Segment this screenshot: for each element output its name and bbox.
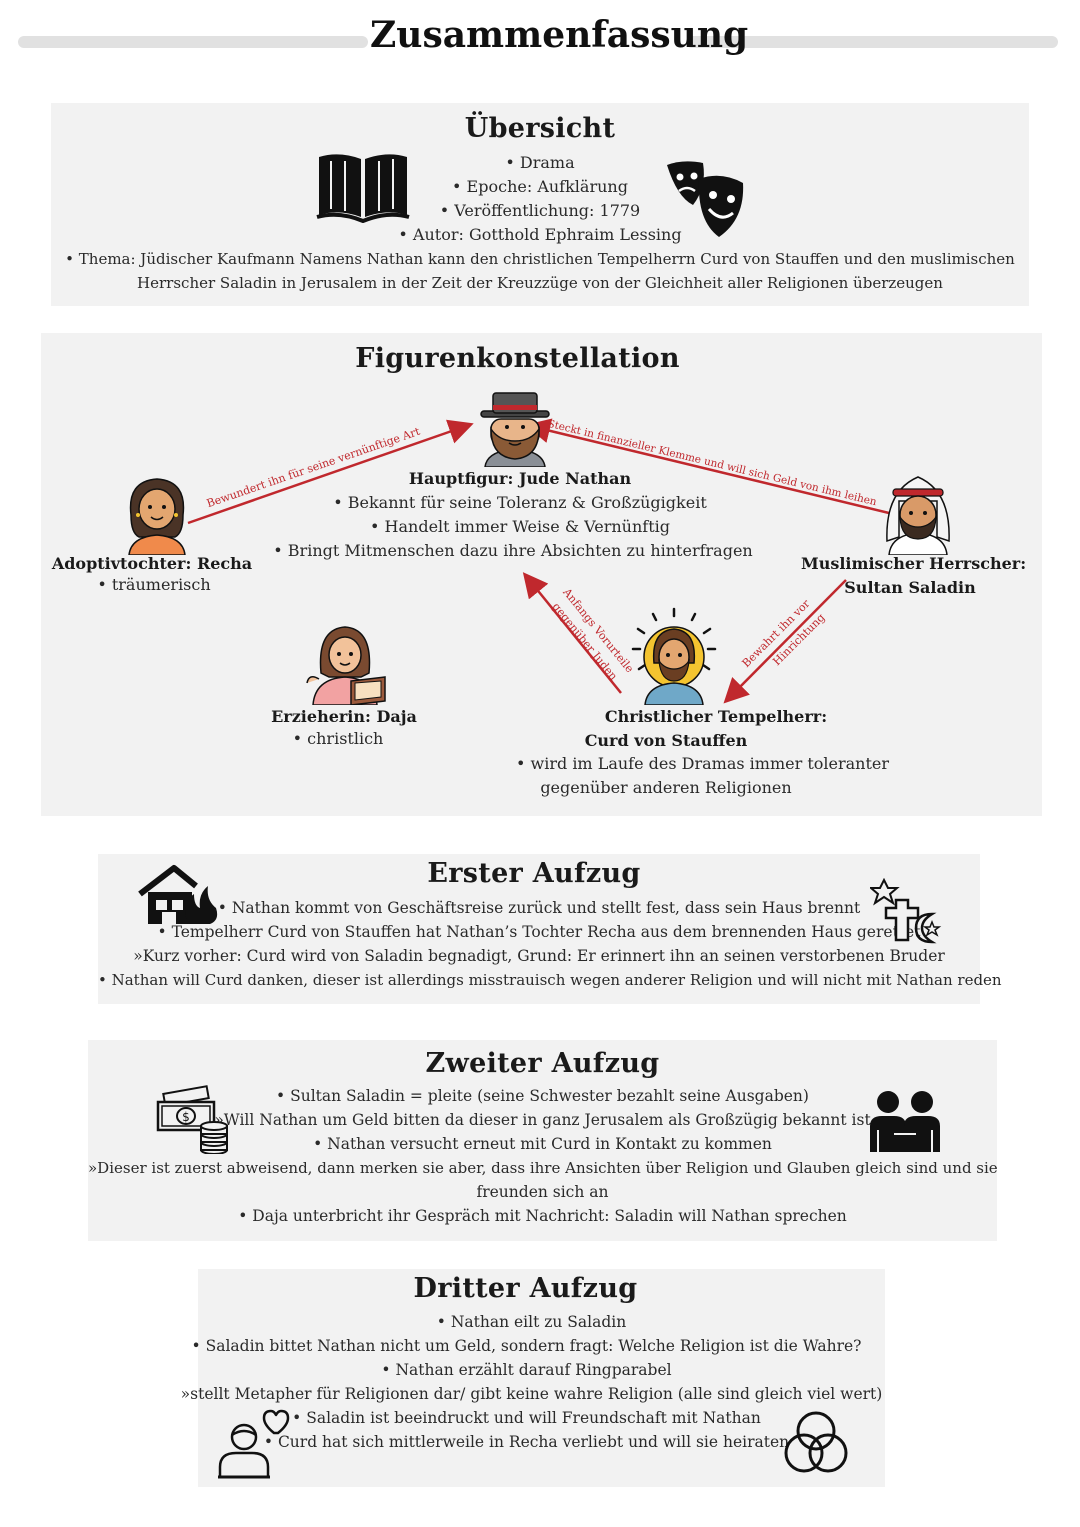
figures-section: Figurenkonstellation Bewundert ihn für s… <box>41 333 1042 816</box>
act1-line: • Nathan kommt von Geschäftsreise zurück… <box>217 899 861 917</box>
act2-line: freunden sich an <box>476 1183 609 1201</box>
act3-section: Dritter Aufzug • Nathan eilt zu Saladin … <box>181 1269 885 1487</box>
overview-theme-line: • Thema: Jüdischer Kaufmann Namens Natha… <box>65 250 1015 268</box>
act3-heading: Dritter Aufzug <box>413 1273 638 1304</box>
person-heart-icon <box>216 1407 290 1479</box>
act1-line: »Kurz vorher: Curd wird von Saladin begn… <box>133 947 945 965</box>
act3-line: • Nathan eilt zu Saladin <box>436 1313 627 1331</box>
act3-line: • Nathan erzählt darauf Ringparabel <box>381 1361 672 1379</box>
overview-theme-line: Herrscher Saladin in Jerusalem in der Ze… <box>137 274 943 292</box>
act2-line: • Sultan Saladin = pleite (seine Schwest… <box>276 1087 809 1105</box>
daja-title: Erzieherin: Daja <box>271 707 417 726</box>
money-icon: $ <box>154 1084 230 1154</box>
act1-section: Erster Aufzug • Nathan kommt von Geschäf… <box>98 854 1002 1004</box>
act3-line: »stellt Metapher für Religionen dar/ gib… <box>180 1385 883 1403</box>
title-rule-right <box>686 36 1058 48</box>
act1-heading: Erster Aufzug <box>427 858 641 889</box>
recha-avatar <box>125 475 189 555</box>
svg-text:$: $ <box>182 1110 190 1124</box>
act3-line: • Saladin ist beeindruckt und will Freun… <box>292 1409 761 1427</box>
title-rule-left <box>18 36 368 48</box>
overview-item: • Drama <box>505 153 575 172</box>
arrow-saladin-curd <box>723 579 847 704</box>
figures-heading: Figurenkonstellation <box>355 343 680 374</box>
nathan-title: Hauptfigur: Jude Nathan <box>408 469 632 488</box>
arrow-saladin-nathan <box>525 418 890 515</box>
overview-item: • Epoche: Aufklärung <box>452 177 628 196</box>
saladin-avatar <box>879 471 957 555</box>
curd-title: Christlicher Tempelherr: <box>604 707 828 726</box>
recha-trait: • träumerisch <box>97 575 211 594</box>
curd-trait: • wird im Laufe des Dramas immer toleran… <box>516 754 890 773</box>
recha-title: Adoptivtochter: Recha <box>51 554 253 573</box>
act2-line: • Daja unterbricht ihr Gespräch mit Nach… <box>238 1207 847 1225</box>
act2-line: »Dieser ist zuerst abweisend, dann merke… <box>88 1159 998 1177</box>
daja-trait: • christlich <box>292 729 384 748</box>
curd-title: Curd von Stauffen <box>584 731 748 750</box>
curd-avatar <box>631 607 717 705</box>
overview-item: • Veröffentlichung: 1779 <box>439 201 641 220</box>
act2-heading: Zweiter Aufzug <box>425 1048 660 1079</box>
book-icon <box>315 147 411 223</box>
daja-avatar <box>305 621 387 705</box>
relation-arrows <box>187 418 890 704</box>
act1-line: • Nathan will Curd danken, dieser ist al… <box>98 971 1002 989</box>
act3-line: • Curd hat sich mittlerweile in Recha ve… <box>263 1433 790 1451</box>
theater-masks-icon <box>663 157 747 241</box>
overview-section: Übersicht • Drama • Epoche: Aufklärung •… <box>51 103 1029 306</box>
arrow-curd-nathan <box>522 572 622 694</box>
nathan-avatar <box>477 389 553 467</box>
arrow-recha-nathan <box>187 419 474 525</box>
saladin-title: Sultan Saladin <box>844 578 976 597</box>
act1-line: • Tempelherr Curd von Stauffen hat Natha… <box>157 923 921 941</box>
overview-heading: Übersicht <box>464 113 616 144</box>
overview-item: • Autor: Gotthold Ephraim Lessing <box>398 225 682 244</box>
nathan-trait: • Bringt Mitmenschen dazu ihre Absichten… <box>273 541 753 560</box>
page-title: Zusammenfassung <box>370 14 749 56</box>
burning-house-icon <box>136 864 220 926</box>
friends-icon <box>868 1090 942 1152</box>
act2-line: • Nathan versucht erneut mit Curd in Kon… <box>313 1135 772 1153</box>
act2-section: Zweiter Aufzug • Sultan Saladin = pleite… <box>88 1040 998 1241</box>
rings-icon <box>780 1409 852 1479</box>
act2-line: »Will Nathan um Geld bitten da dieser in… <box>214 1111 871 1129</box>
act3-line: • Saladin bittet Nathan nicht um Geld, s… <box>191 1337 862 1355</box>
religion-symbols-icon <box>870 878 942 946</box>
nathan-trait: • Handelt immer Weise & Vernünftig <box>370 517 670 536</box>
curd-trait: gegenüber anderen Religionen <box>540 778 792 797</box>
saladin-title: Muslimischer Herrscher: <box>801 554 1027 573</box>
nathan-trait: • Bekannt für seine Toleranz & Großzügig… <box>333 493 707 512</box>
